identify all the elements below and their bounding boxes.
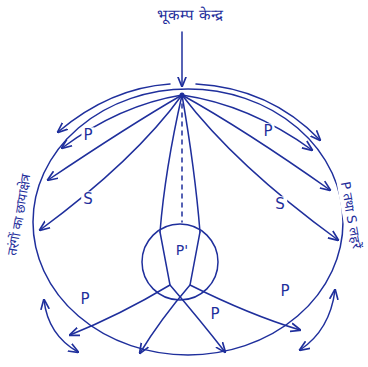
axis-line (181, 95, 183, 222)
wave-letter: S (81, 191, 95, 208)
wave-ray (70, 232, 170, 335)
focus-label: भूकम्प केन्द्र (155, 7, 225, 24)
rim-arc (300, 290, 335, 350)
wave-ray (182, 95, 330, 190)
wave-ray (182, 95, 200, 232)
wave-ray (62, 95, 182, 148)
rim-arc (44, 300, 78, 352)
wave-ray (48, 95, 182, 180)
wave-letter: P (78, 291, 91, 308)
wave-ray (40, 95, 182, 230)
wave-letter: P (81, 127, 94, 144)
focus-pointer (181, 32, 183, 86)
wave-zone-label: P तथा S लहरें (336, 178, 363, 251)
wave-letter: P' (174, 242, 190, 258)
wave-ray (190, 232, 300, 330)
wave-letter: S (273, 196, 287, 213)
wave-ray (182, 95, 338, 240)
rim-arc (196, 84, 320, 140)
shadow-zone-label: तरंगों का छायाक्षेत्र (5, 171, 35, 259)
wave-ray (140, 285, 190, 353)
earth-outline (33, 89, 343, 355)
wave-letter: P (208, 306, 221, 323)
wave-ray (182, 95, 312, 150)
wave-letter: P (278, 283, 291, 300)
core-outline (142, 224, 218, 300)
focus-dot (180, 93, 185, 98)
wave-ray (170, 285, 225, 352)
rim-arc (58, 84, 170, 132)
wave-letter: P (261, 123, 274, 140)
wave-ray (160, 95, 182, 232)
